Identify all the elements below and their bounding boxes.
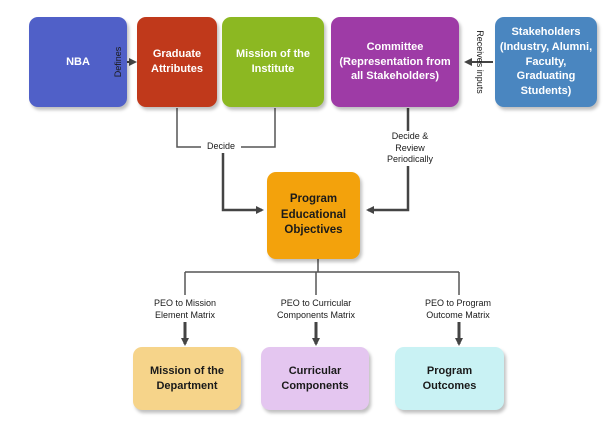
nba-label: NBA: [66, 55, 90, 68]
mission-department-box: Mission of the Department: [133, 347, 241, 410]
receives-inputs-label: Receives inputs: [475, 30, 485, 94]
stakeholders-box: Stakeholders (Industry, Alumni, Faculty,…: [495, 17, 597, 107]
graduate-attributes-label: Graduate Attributes: [151, 48, 203, 75]
decide-arrow: [221, 147, 264, 214]
graduate-attributes-box: Graduate Attributes: [137, 17, 217, 107]
program-outcomes-label: Program Outcomes: [422, 364, 477, 392]
decide-label: Decide: [201, 141, 241, 153]
mission-institute-label: Mission of the Institute: [236, 48, 310, 75]
peo-box: Program Educational Objectives: [267, 172, 360, 259]
curricular-components-label: Curricular Components: [281, 364, 349, 392]
peo-mission-matrix-label: PEO to Mission Element Matrix: [140, 298, 230, 322]
curricular-components-box: Curricular Components: [261, 347, 369, 410]
stakeholders-label: Stakeholders (Industry, Alumni, Faculty,…: [499, 25, 593, 98]
peo-label: Program Educational Objectives: [280, 193, 347, 237]
program-outcomes-box: Program Outcomes: [395, 347, 504, 410]
committee-box: Committee (Representation from all Stake…: [331, 17, 459, 107]
mission-institute-box: Mission of the Institute: [222, 17, 324, 107]
defines-label: Defines: [113, 46, 123, 78]
peo-curricular-matrix-label: PEO to Curricular Components Matrix: [266, 298, 366, 322]
nba-box: NBA: [29, 17, 127, 107]
mission-department-label: Mission of the Department: [150, 364, 224, 392]
decide-review-label: Decide & Review Periodically: [386, 131, 434, 167]
committee-label: Committee (Representation from all Stake…: [339, 40, 451, 83]
peo-program-matrix-label: PEO to Program Outcome Matrix: [408, 298, 508, 322]
